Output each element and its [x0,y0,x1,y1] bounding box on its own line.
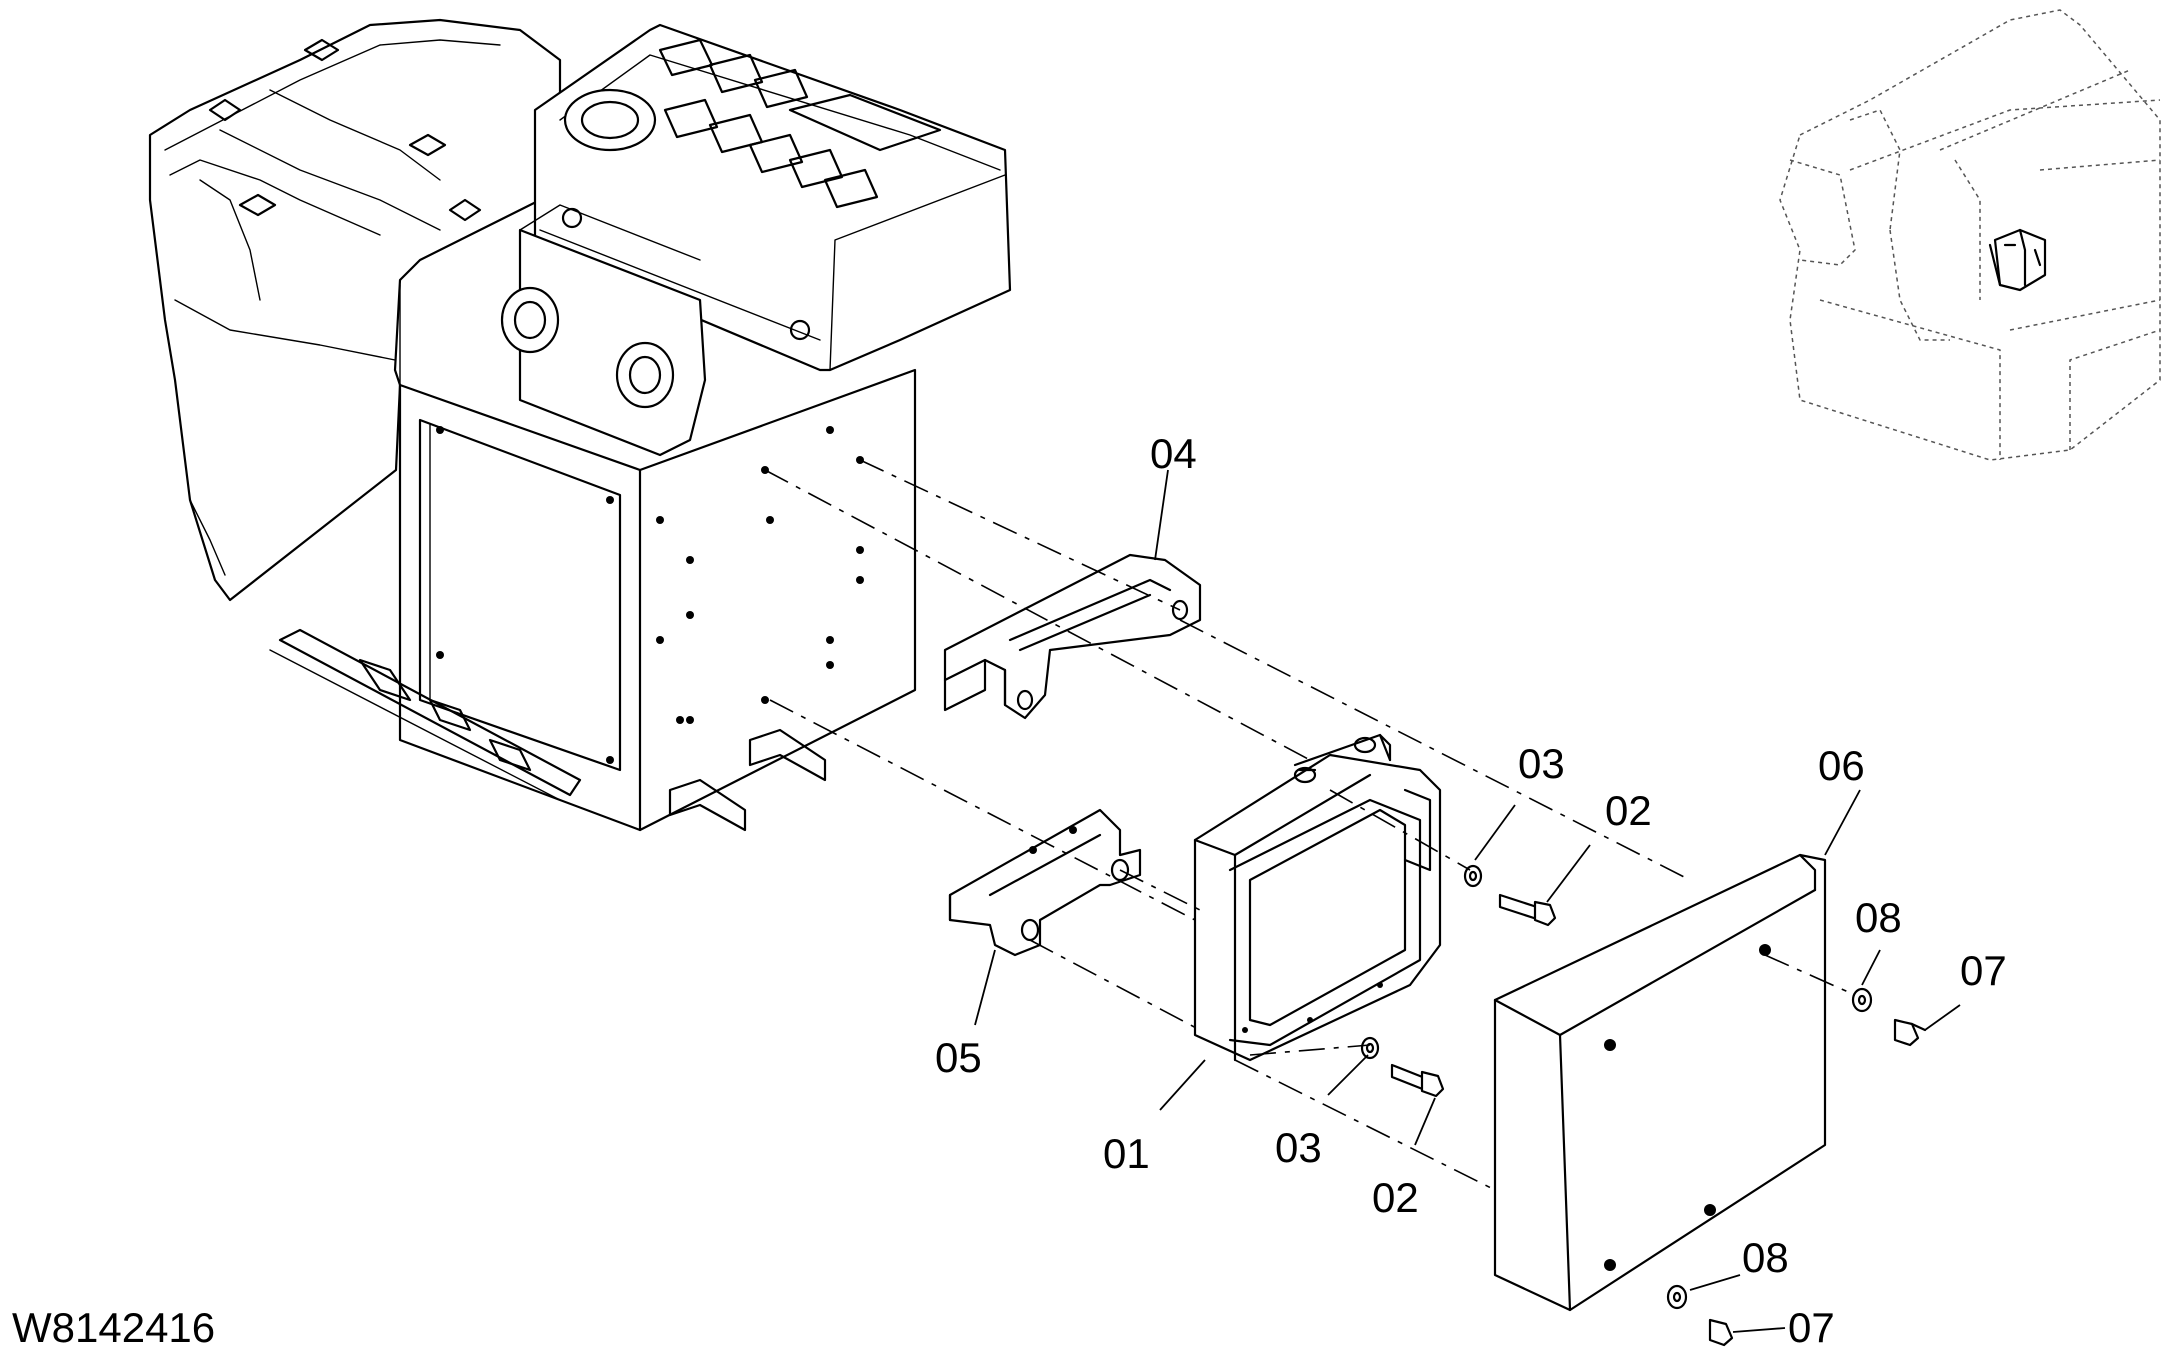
controller-unit [1193,733,1442,1062]
switch-buttons [658,38,942,209]
callout-07-lower: 07 [1788,1304,1835,1351]
callout-05: 05 [935,1034,982,1081]
callout-04: 04 [1150,430,1197,477]
leader-lines [974,469,1961,1333]
callout-03-lower: 03 [1275,1124,1322,1171]
drawing-id: W8142416 [12,1304,215,1351]
bracket-lower [948,808,1142,957]
console-assembly [148,18,1012,832]
fasteners [1360,864,1927,1347]
callout-02-upper: 02 [1605,787,1652,834]
cover-plate [1493,853,1827,1312]
callout-02-lower: 02 [1372,1174,1419,1221]
callout-03-upper: 03 [1518,740,1565,787]
callout-08-lower: 08 [1742,1234,1789,1281]
callout-06: 06 [1818,742,1865,789]
alignment-lines [764,459,1856,1191]
location-thumbnail [1779,9,2161,461]
callout-08-upper: 08 [1855,894,1902,941]
bracket-upper [943,553,1202,720]
callout-labels: 04 05 01 03 02 03 02 06 08 07 08 07 [935,430,2007,1351]
callout-07-upper: 07 [1960,947,2007,994]
callout-01: 01 [1103,1130,1150,1177]
